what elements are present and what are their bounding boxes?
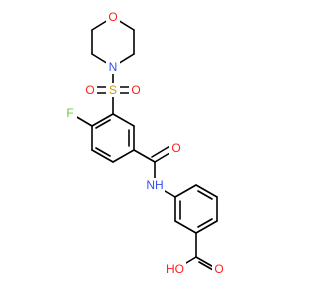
atom-label: S <box>109 83 117 97</box>
atom-o-morpholine: O <box>106 10 120 24</box>
bond <box>95 147 111 157</box>
atom-label: O <box>171 141 180 155</box>
atom-oh: HO <box>164 262 186 276</box>
atom-label: O <box>108 10 117 24</box>
atom-label: HO <box>166 262 184 276</box>
bond <box>112 149 135 163</box>
atom-o-acid: O <box>212 262 226 276</box>
atom-n-morpholine: N <box>106 60 120 74</box>
bond <box>197 218 213 228</box>
bond <box>195 220 218 234</box>
atom-label: N <box>109 60 118 74</box>
bond <box>174 184 197 198</box>
bond <box>195 184 218 198</box>
atom-label: O <box>85 83 94 97</box>
atom-layer: F O N S O O O NH <box>63 10 226 276</box>
atom-s: S <box>106 83 120 97</box>
bond <box>174 220 197 234</box>
atom-label: NH <box>146 178 163 192</box>
bond <box>133 149 156 163</box>
atom-label: O <box>131 83 140 97</box>
bond <box>91 113 114 127</box>
atom-o-amide: O <box>169 141 183 155</box>
bond <box>95 119 111 129</box>
bond <box>151 144 173 158</box>
atom-label: O <box>214 262 223 276</box>
bond <box>112 113 135 127</box>
structure-svg: F O N S O O O NH <box>63 10 226 276</box>
bond-layer <box>69 16 221 275</box>
atom-f: F <box>63 106 77 120</box>
atom-o-sulfonyl-right: O <box>129 83 143 97</box>
bond <box>197 190 213 200</box>
atom-o-sulfonyl-left: O <box>83 83 97 97</box>
bond <box>91 149 114 163</box>
molecule-diagram: F O N S O O O NH <box>63 10 226 276</box>
atom-nh: NH <box>145 178 165 192</box>
atom-label: F <box>66 106 73 120</box>
